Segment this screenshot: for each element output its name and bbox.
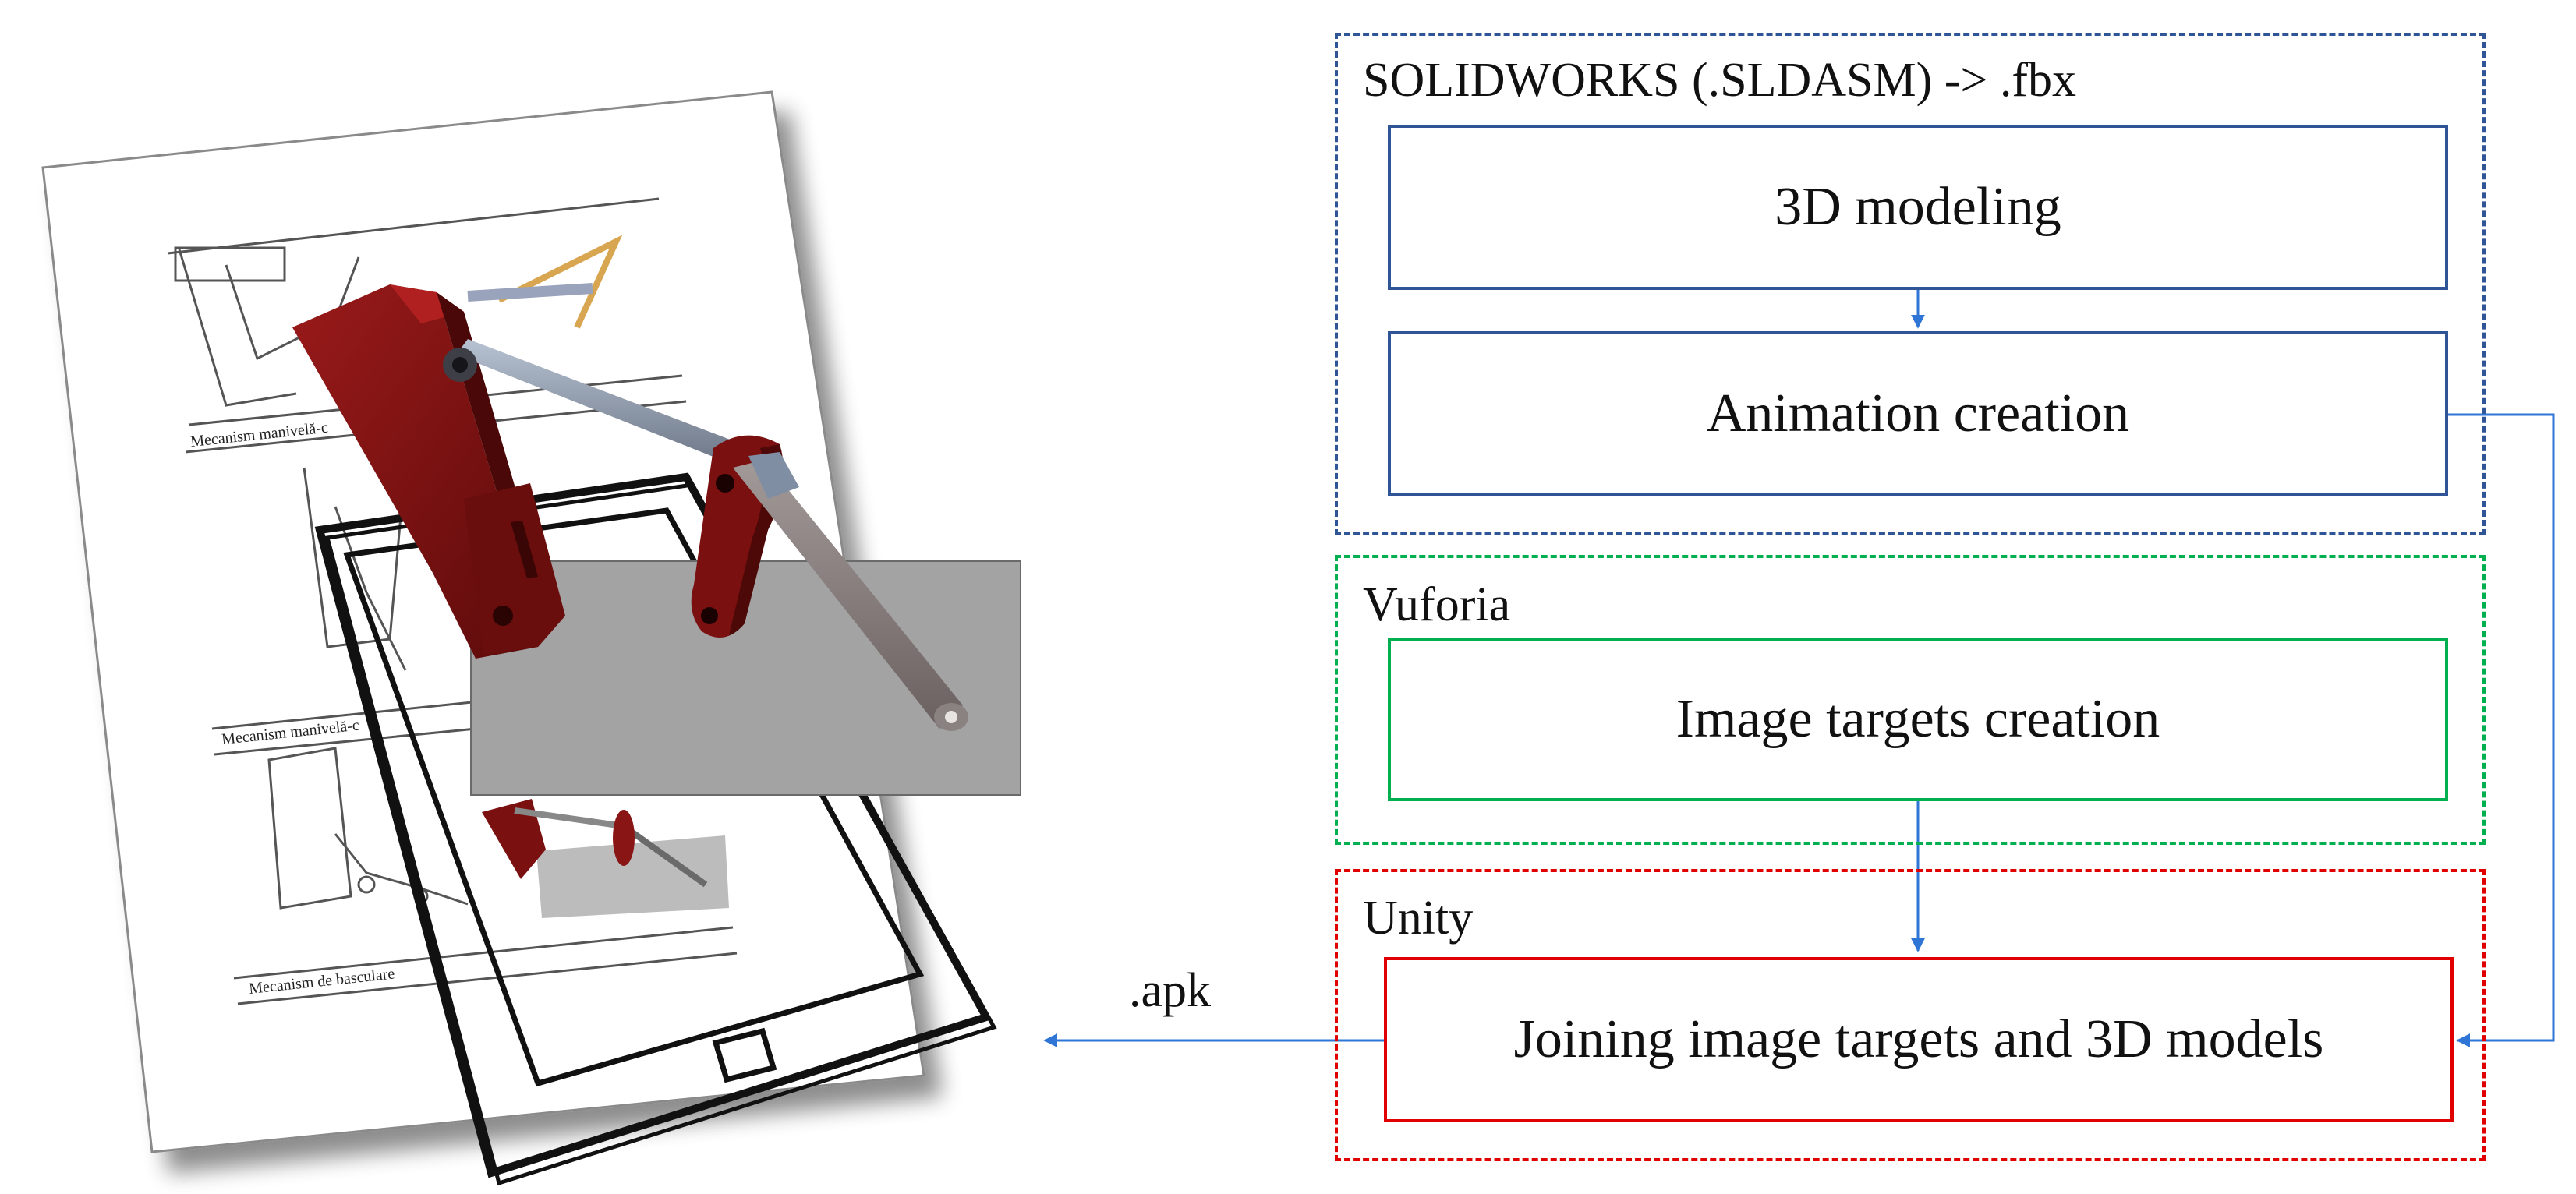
step-joining-targets-models: Joining image targets and 3D models [1384, 957, 2454, 1122]
step-image-targets-creation: Image targets creation [1388, 638, 2448, 801]
group-solidworks [1335, 33, 2486, 535]
ar-illustration: Mecanism manivelă-c Mecanism manivelă-c … [41, 90, 1021, 1186]
group-vuforia-label: Vuforia [1363, 578, 1511, 631]
group-unity [1335, 869, 2486, 1161]
step-joining-targets-models-label: Joining image targets and 3D models [1513, 1009, 2324, 1069]
home-button-icon [712, 1027, 777, 1083]
group-vuforia [1335, 555, 2486, 845]
group-solidworks-label: SOLIDWORKS (.SLDASM) -> .fbx [1363, 54, 2077, 107]
step-3d-modeling-label: 3D modeling [1775, 177, 2061, 237]
tablet-screen-mechanism [482, 799, 729, 918]
step-animation-creation: Animation creation [1388, 331, 2448, 496]
apk-output-label: .apk [1129, 964, 1212, 1017]
step-3d-modeling: 3D modeling [1388, 125, 2448, 290]
tablet-device [314, 472, 997, 1186]
step-image-targets-creation-label: Image targets creation [1675, 689, 2160, 749]
group-unity-label: Unity [1363, 892, 1474, 945]
step-animation-creation-label: Animation creation [1706, 383, 2130, 443]
ar-3d-mechanism [292, 284, 968, 731]
